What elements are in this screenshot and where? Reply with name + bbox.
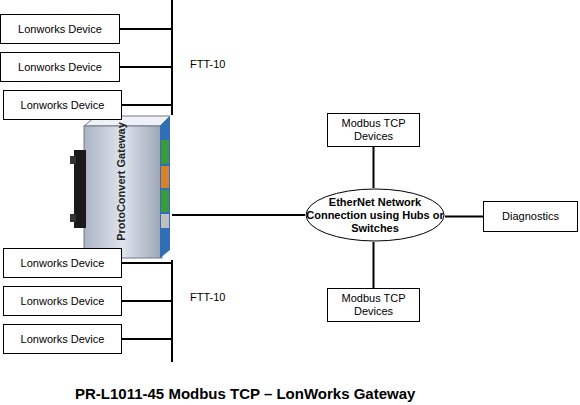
device-box: Lonworks Device [0, 14, 120, 44]
bus-stub [171, 0, 173, 30]
connector [373, 147, 375, 188]
node-text: EtherNet Network Connection using Hubs o… [305, 196, 445, 235]
connector [373, 242, 375, 288]
gateway-illustration [70, 116, 170, 258]
node-text: Lonworks Device [18, 23, 102, 36]
bus-stub [171, 338, 173, 362]
caption: PR-L1011-45 Modbus TCP – LonWorks Gatewa… [75, 385, 415, 402]
node-text: Lonworks Device [18, 61, 102, 74]
device-box: Lonworks Device [3, 248, 122, 278]
gateway: ProtoConvert Gateway [70, 115, 172, 260]
connector [172, 214, 305, 216]
connector [122, 260, 172, 339]
connector [445, 216, 483, 218]
device-box: Diagnostics [483, 201, 578, 232]
connector [122, 260, 172, 301]
node-text: Lonworks Device [21, 295, 105, 308]
node-text: ProtoConvert Gateway [115, 117, 128, 247]
node-text: Modbus TCP Devices [332, 292, 415, 318]
connector [122, 105, 172, 115]
network-ellipse: EtherNet Network Connection using Hubs o… [305, 188, 445, 242]
node-text: Lonworks Device [21, 333, 105, 346]
connector [120, 67, 172, 115]
node-text: Lonworks Device [21, 99, 105, 112]
device-box: Lonworks Device [3, 324, 122, 354]
wire-label: FTT-10 [190, 58, 225, 71]
device-box: Modbus TCP Devices [327, 113, 420, 147]
node-text: Modbus TCP Devices [332, 117, 415, 143]
device-box: Lonworks Device [3, 286, 122, 316]
node-text: Diagnostics [502, 210, 559, 223]
node-text: Lonworks Device [21, 257, 105, 270]
wire-label: FTT-10 [190, 291, 225, 304]
connector [122, 260, 172, 263]
device-box: Lonworks Device [3, 90, 122, 120]
device-box: Lonworks Device [0, 52, 120, 82]
connector [120, 29, 172, 115]
device-box: Modbus TCP Devices [327, 288, 420, 322]
